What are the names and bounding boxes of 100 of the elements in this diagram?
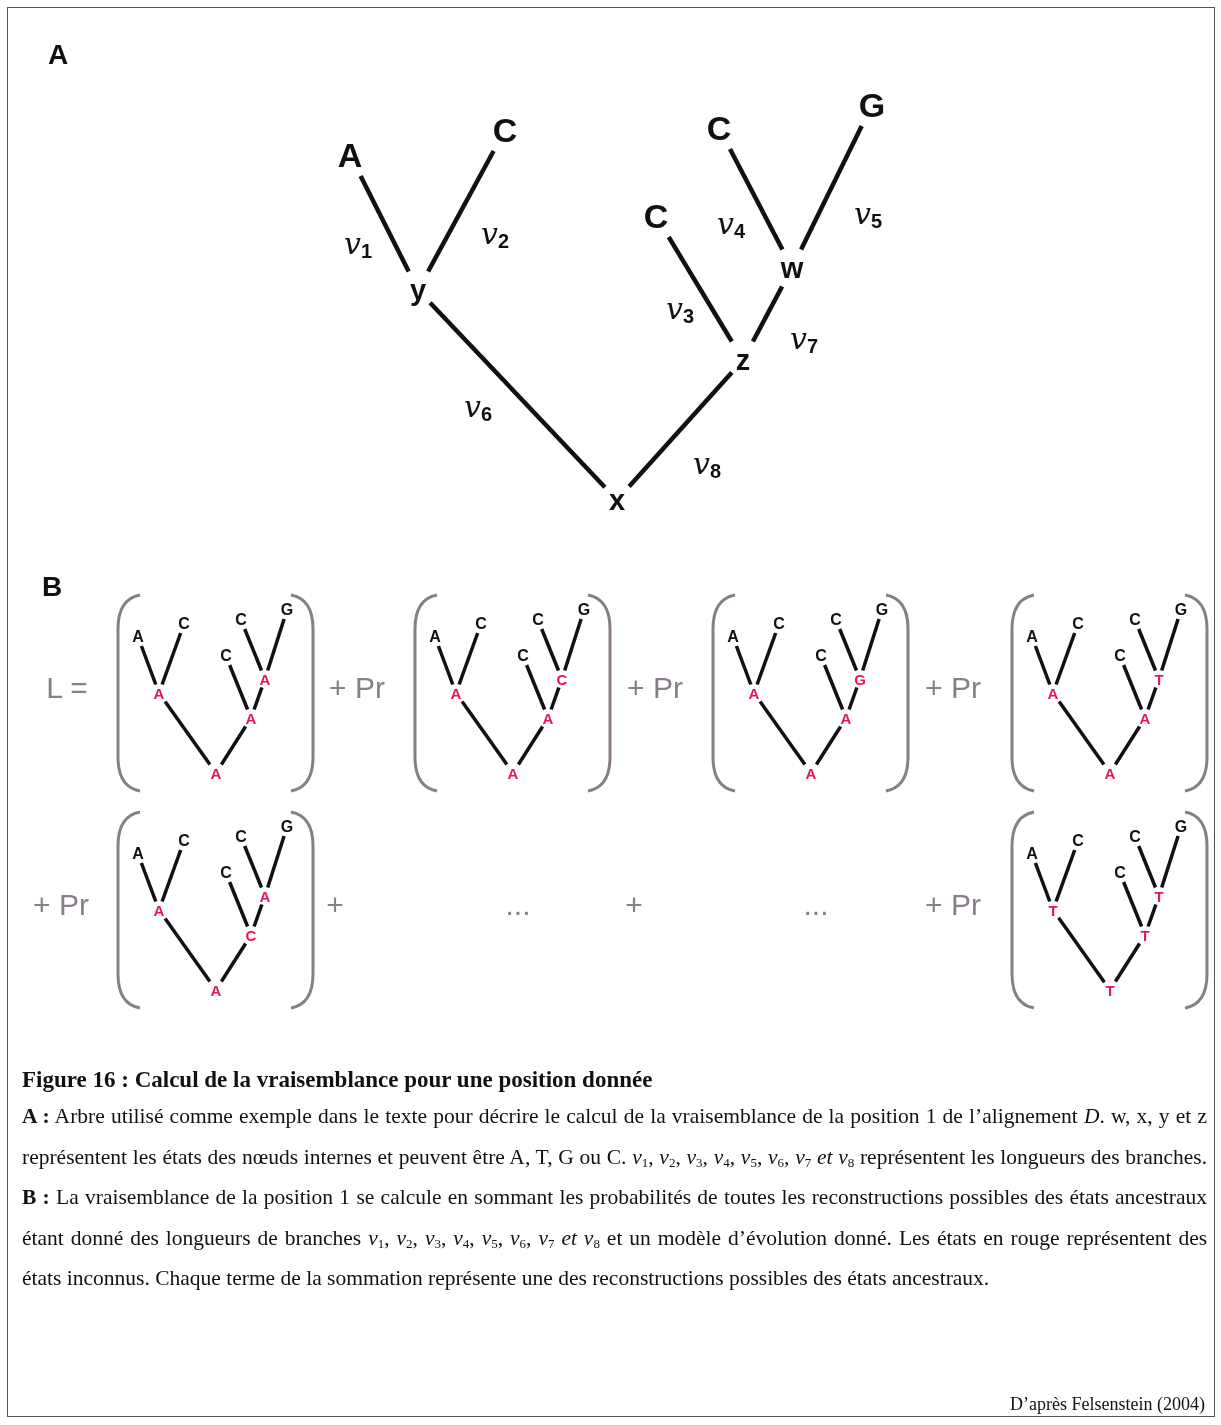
- branch-line: [163, 700, 212, 766]
- branch-line: [227, 664, 250, 711]
- branch-line: [266, 618, 286, 672]
- leaf-state-label: G: [858, 88, 886, 122]
- leaf-state-label: C: [643, 199, 669, 233]
- branch-line: [1137, 628, 1158, 672]
- formula-term: ...: [803, 890, 829, 920]
- ancestral-state-label: T: [1048, 902, 1058, 918]
- ancestral-state-label: G: [854, 671, 866, 687]
- ancestral-state-label: A: [840, 710, 852, 726]
- formula-term: + Pr: [925, 673, 981, 703]
- branch-line: [139, 645, 158, 686]
- branch-line: [358, 175, 411, 273]
- source-note: D’après Felsenstein (2004): [1010, 1395, 1205, 1413]
- leaf-state-label: A: [727, 629, 739, 645]
- ancestral-state-label: x: [608, 485, 626, 515]
- branch-line: [1160, 835, 1180, 889]
- ancestral-state-label: A: [153, 902, 165, 918]
- leaf-state-label: G: [280, 602, 294, 618]
- branch-line: [1137, 845, 1158, 889]
- leaf-state-label: C: [220, 865, 232, 881]
- leaf-state-label: C: [773, 616, 785, 632]
- branch-line: [457, 632, 480, 686]
- leaf-state-label: C: [235, 612, 247, 628]
- ancestral-state-label: C: [245, 927, 257, 943]
- leaf-state-label: C: [815, 648, 827, 664]
- branch-line: [1054, 849, 1077, 903]
- branch-line: [460, 700, 509, 766]
- ancestral-state-label: A: [259, 888, 271, 904]
- branch-line: [252, 903, 264, 928]
- branch-line: [1146, 686, 1158, 711]
- leaf-state-label: A: [132, 629, 144, 645]
- branch-line: [163, 917, 212, 983]
- panel-letter: A: [47, 41, 69, 69]
- branch-line: [1113, 942, 1142, 983]
- ancestral-state-label: A: [542, 710, 554, 726]
- formula-term: L =: [46, 673, 88, 703]
- ancestral-state-label: A: [450, 685, 462, 701]
- leaf-state-label: G: [280, 819, 294, 835]
- branch-line: [139, 862, 158, 903]
- leaf-state-label: C: [235, 829, 247, 845]
- formula-term: + Pr: [329, 673, 385, 703]
- branch-line: [799, 125, 864, 251]
- leaf-state-label: A: [337, 138, 363, 172]
- leaf-state-label: C: [1129, 829, 1141, 845]
- ancestral-state-label: C: [556, 671, 568, 687]
- leaf-state-label: A: [1026, 846, 1038, 862]
- ancestral-state-label: A: [210, 765, 222, 781]
- leaf-state-label: C: [1114, 865, 1126, 881]
- leaf-state-label: A: [1026, 629, 1038, 645]
- branch-line: [160, 849, 183, 903]
- leaf-state-label: C: [1072, 616, 1084, 632]
- leaf-state-label: G: [875, 602, 889, 618]
- branch-line: [563, 618, 583, 672]
- formula-term: +: [326, 890, 344, 920]
- ancestral-state-label: T: [1105, 982, 1115, 998]
- ancestral-state-label: T: [1140, 927, 1150, 943]
- ancestral-state-label: A: [245, 710, 257, 726]
- leaf-state-label: C: [178, 833, 190, 849]
- ancestral-state-label: A: [805, 765, 817, 781]
- branch-line: [252, 686, 264, 711]
- branch-line: [516, 725, 545, 766]
- branch-line: [1121, 881, 1144, 928]
- branch-line: [243, 628, 264, 672]
- branch-line: [227, 881, 250, 928]
- ancestral-state-label: A: [1139, 710, 1151, 726]
- branch-line: [758, 700, 807, 766]
- leaf-state-label: G: [577, 602, 591, 618]
- branch-line: [524, 664, 547, 711]
- branch-line: [814, 725, 843, 766]
- branch-line: [1057, 700, 1106, 766]
- branch-line: [219, 725, 248, 766]
- leaf-state-label: C: [1072, 833, 1084, 849]
- leaf-state-label: C: [706, 111, 732, 145]
- branch-line: [838, 628, 859, 672]
- branch-line: [1121, 664, 1144, 711]
- ancestral-state-label: w: [780, 253, 804, 283]
- branch-line: [160, 632, 183, 686]
- formula-term: ...: [505, 890, 531, 920]
- branch-line: [1033, 862, 1052, 903]
- branch-line: [728, 147, 785, 251]
- leaf-state-label: A: [132, 846, 144, 862]
- formula-term: + Pr: [627, 673, 683, 703]
- ancestral-state-label: A: [153, 685, 165, 701]
- branch-line: [266, 835, 286, 889]
- formula-term: +: [625, 890, 643, 920]
- leaf-state-label: C: [220, 648, 232, 664]
- branch-line: [1160, 618, 1180, 672]
- branch-line: [428, 301, 607, 489]
- leaf-state-label: A: [429, 629, 441, 645]
- leaf-state-label: C: [517, 648, 529, 664]
- figure-title: Figure 16 : Calcul de la vraisemblance pour une position donnée: [22, 1066, 654, 1094]
- branch-line: [861, 618, 881, 672]
- ancestral-state-label: y: [409, 275, 427, 305]
- branch-line: [540, 628, 561, 672]
- leaf-state-label: G: [1174, 819, 1188, 835]
- branch-line: [755, 632, 778, 686]
- branch-line: [847, 686, 859, 711]
- branch-line: [734, 645, 753, 686]
- branch-line: [426, 149, 496, 273]
